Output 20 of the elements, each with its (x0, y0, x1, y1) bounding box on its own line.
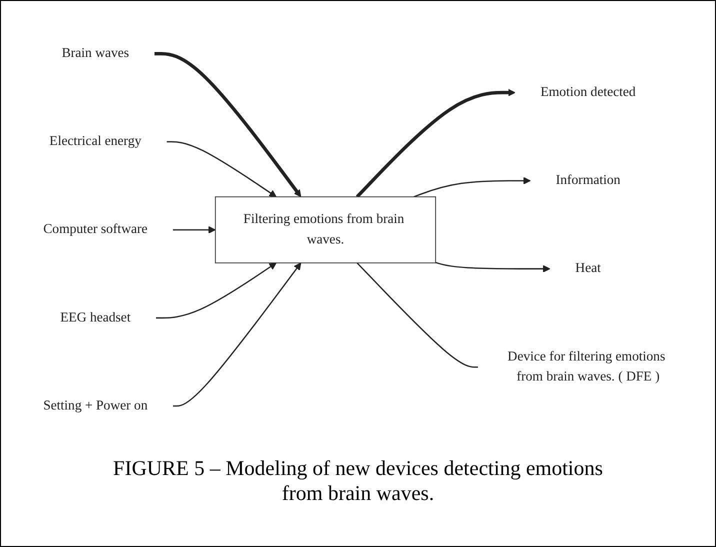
figure-caption: FIGURE 5 – Modeling of new devices detecting emotions from brain waves. (112, 456, 604, 506)
arrow (414, 176, 531, 198)
node-text: Emotion detected (540, 84, 636, 100)
node-text: Setting + Power on (43, 398, 148, 412)
arrow (435, 262, 550, 272)
arrow (156, 262, 277, 318)
arrow (356, 88, 516, 198)
node-text: Device for filtering emotions from brain waves. ( DFE ) (508, 348, 666, 384)
node-text: Information (556, 172, 620, 188)
arrow (172, 226, 216, 234)
arrow (154, 52, 302, 197)
node-text: Computer software (43, 222, 148, 236)
node-box: Filtering emotions from brain waves. (214, 196, 436, 263)
node-text: Brain waves (62, 46, 130, 60)
node-text: Heat (575, 260, 601, 276)
arrow (173, 262, 302, 406)
arrow (166, 140, 277, 197)
node-text: Electrical energy (49, 134, 142, 148)
connector (356, 262, 478, 368)
node-text: EEG headset (60, 310, 131, 324)
